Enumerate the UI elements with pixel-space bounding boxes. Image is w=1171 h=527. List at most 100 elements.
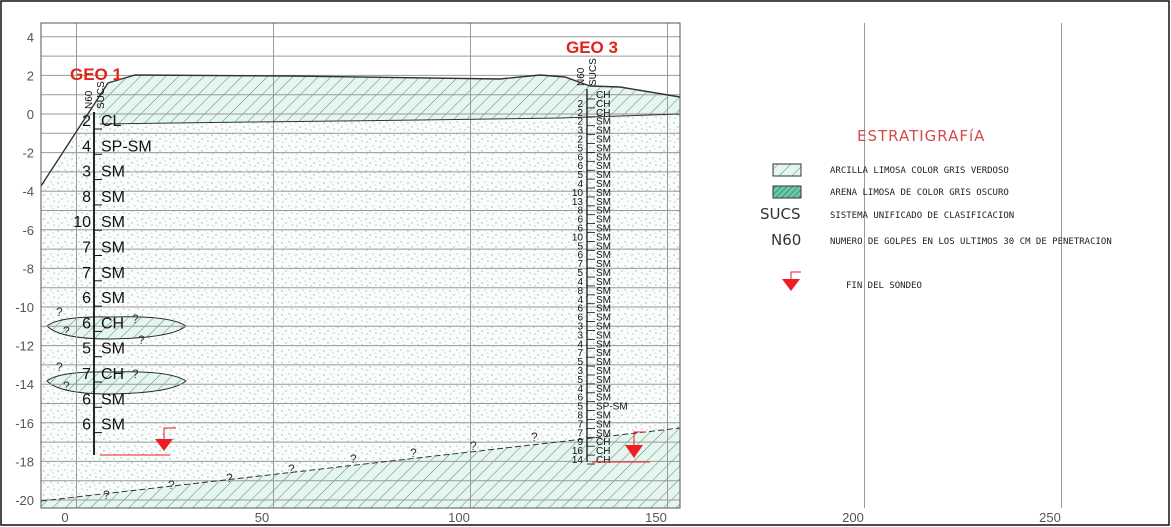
geo3-n60-value: 10 — [572, 232, 584, 243]
geo3-n60-value: 6 — [577, 161, 583, 172]
y-tick-label: -6 — [22, 223, 34, 238]
geo1-n60-value: 10 — [73, 214, 91, 231]
geo1-sucs-value: SM — [101, 417, 125, 434]
geo1-sucs-value: SM — [101, 214, 125, 231]
legend-sand-swatch — [772, 185, 802, 199]
geo3-sucs-value: CH — [596, 90, 610, 101]
geo1-n60-value: 4 — [82, 138, 91, 155]
geo3-sucs-value: SM — [596, 232, 611, 243]
geo3-sucs-value: SM — [596, 384, 611, 395]
uncertain-mark: ? — [350, 452, 357, 466]
legend: ESTRATIGRAFíA ARCILLA LIMOSA COLOR GRIS … — [760, 127, 1112, 291]
geo1-n60-value: 6 — [82, 391, 91, 408]
geo3-sucs-value: SM — [596, 393, 611, 404]
geo3-n60-value: 8 — [577, 206, 583, 217]
geo3-sucs-value: SM — [596, 330, 611, 341]
y-tick-label: -18 — [15, 454, 34, 469]
geo3-n60-value: 6 — [577, 313, 583, 324]
geo3-n60-header: N60 — [576, 67, 587, 86]
legend-symbol-n60: N60 — [771, 231, 801, 249]
geo3-sucs-value: SM — [596, 161, 611, 172]
geo3-sucs-value: SM — [596, 313, 611, 324]
geo3-sucs-value: SM — [596, 152, 611, 163]
geo3-n60-value: 6 — [577, 224, 583, 235]
geo3-sucs-value: CH — [596, 446, 610, 457]
geo1-n60-header: N60 — [84, 90, 95, 109]
x-tick-label: 150 — [645, 510, 667, 525]
geo1-sucs-value: CH — [101, 315, 124, 332]
geo3-sucs-value: SM — [596, 241, 611, 252]
geo1-n60-value: 7 — [82, 240, 91, 257]
geo1-n60-value: 3 — [82, 164, 91, 181]
geo3-sucs-value: SM — [596, 170, 611, 181]
geo3-sucs-value: SM — [596, 117, 611, 128]
geo3-n60-value: 6 — [577, 393, 583, 404]
geo3-sucs-value: SM — [596, 375, 611, 386]
grid — [41, 23, 1062, 508]
geo1-sucs-value: SM — [101, 240, 125, 257]
clay-contact-line — [99, 113, 681, 125]
geo1-sucs-value: SM — [101, 265, 125, 282]
geo1-sucs-value: SM — [101, 290, 125, 307]
geo3-n60-value: 5 — [577, 170, 583, 181]
geo1-title: GEO 1 — [70, 65, 122, 84]
geo3-sucs-value: SM — [596, 135, 611, 146]
uncertain-mark: ? — [132, 367, 139, 381]
geo3-n60-value: 3 — [577, 366, 583, 377]
uncertain-mark: ? — [531, 430, 538, 444]
y-tick-label: -4 — [22, 184, 34, 199]
geo3-n60-value: 6 — [577, 250, 583, 261]
geo3-n60-value: 4 — [577, 277, 583, 288]
clay-bottom-layer — [41, 428, 680, 508]
geo3-sucs-value: SM — [596, 188, 611, 199]
geo3-n60-value: 8 — [577, 410, 583, 421]
geo1-sucs-value: CH — [101, 366, 124, 383]
legend-title: ESTRATIGRAFíA — [857, 127, 985, 145]
plot-border — [40, 22, 681, 509]
y-axis: 420-2-4-6-8-10-12-14-16-18-20 — [15, 30, 34, 508]
geo1-n60-value: 5 — [82, 341, 91, 358]
geo3-sucs-value: CH — [596, 108, 610, 119]
geo3-sucs-value: SM — [596, 259, 611, 270]
x-tick-label: 50 — [255, 510, 269, 525]
geo3-n60-value: 6 — [577, 215, 583, 226]
y-tick-label: 2 — [27, 68, 34, 83]
geo3-sucs-value: SM — [596, 126, 611, 137]
uncertain-mark: ? — [168, 478, 175, 492]
bottom-contact-line — [40, 427, 681, 502]
geo3-n60-value: 3 — [577, 321, 583, 332]
ground-surface-line — [40, 74, 681, 187]
uncertain-mark: ? — [138, 333, 145, 347]
geo1-sucs-value: SM — [101, 341, 125, 358]
geo3-sucs-value: SM — [596, 206, 611, 217]
geo3-n60-value: 10 — [572, 188, 584, 199]
geo3-n60-value: 7 — [577, 348, 583, 359]
geo3-sucs-value: CH — [596, 455, 610, 466]
geo3-sucs-value: SM — [596, 268, 611, 279]
geo3-n60-value: 2 — [577, 108, 583, 119]
geo1-sucs-value: SM — [101, 164, 125, 181]
geo3-n60-value: 4 — [577, 295, 583, 306]
geo3-n60-value: 5 — [577, 143, 583, 154]
geo3-sucs-value: SM — [596, 419, 611, 430]
uncertain-mark: ? — [226, 471, 233, 485]
geo3-n60-value: 4 — [577, 384, 583, 395]
geo3-sucs-value: SM — [596, 250, 611, 261]
geo3-sucs-value: SM — [596, 224, 611, 235]
geo1-sucs-value: SM — [101, 189, 125, 206]
geo3-sucs-value: SM — [596, 286, 611, 297]
legend-item-sand: ARENA LIMOSA DE COLOR GRIS OSCURO — [830, 188, 1009, 198]
geo1-n60-value: 2 — [82, 113, 91, 130]
geo3-n60-value: 2 — [577, 99, 583, 110]
geo1-n60-value: 6 — [82, 417, 91, 434]
geo3-n60-value: 5 — [577, 402, 583, 413]
uncertain-mark: ? — [63, 324, 70, 338]
geo3-sucs-value: SM — [596, 348, 611, 359]
legend-item-end: FIN DEL SONDEO — [846, 281, 922, 291]
y-tick-label: -10 — [15, 300, 34, 315]
geo3-sucs-value: SM — [596, 366, 611, 377]
geo3-sucs-value: SM — [596, 277, 611, 288]
